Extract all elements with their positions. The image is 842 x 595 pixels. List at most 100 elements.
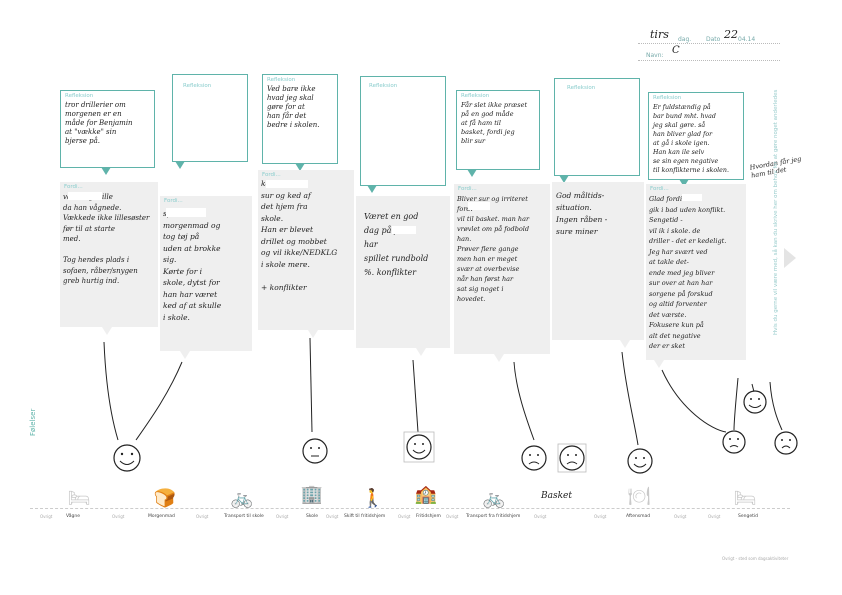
breakfast-icon: 🍞 — [153, 488, 177, 509]
date-suffix: 04.14 — [738, 36, 756, 43]
reflection-pointer — [559, 175, 569, 183]
because-box-1: Fordi... var rolig/stille da han vågnede… — [60, 182, 158, 335]
because-pointer — [416, 348, 426, 356]
reflection-text-5: Får slet ikke præset på en god måde at f… — [461, 101, 528, 145]
because-pointer — [308, 330, 318, 338]
reflection-label: Refleksion — [653, 95, 682, 101]
reflection-box-3: Refleksion Ved bare ikke hvad jeg skal g… — [262, 74, 338, 171]
timeline-sep: Ovrigt — [708, 514, 721, 519]
reflection-label: Refleksion — [267, 77, 296, 83]
because-label: Fordi... — [650, 186, 669, 192]
because-pointer — [654, 360, 664, 368]
because-label: Fordi... — [164, 198, 183, 204]
timeline-sep: Ovrigt — [398, 514, 411, 519]
bicycle-icon: 🚲 — [230, 488, 254, 509]
timeline-sep: Ovrigt — [534, 514, 547, 519]
because-pointer — [494, 354, 504, 362]
reflection-label: Refleksion — [567, 85, 596, 91]
timeline-label-shift: Skift til fritidshjem — [344, 514, 386, 519]
date-line — [638, 43, 780, 44]
because-text-1: var rolig/stille da han vågnede. Vækkede… — [63, 193, 150, 285]
timeline-label-dinner: Aftensmad — [626, 514, 651, 519]
bed-icon: 🛏 — [733, 488, 757, 509]
because-text-4: Været en god dag på frit. har spillet ru… — [364, 212, 429, 277]
name-label: Navn: — [646, 52, 664, 59]
redaction — [468, 202, 490, 210]
reflection-pointer — [295, 163, 305, 171]
header: tirs dag. Dato 22 04.14 Navn: C — [636, 26, 786, 66]
redaction — [682, 194, 702, 201]
reflection-pointer — [467, 169, 477, 177]
timeline-label-school: Skole — [306, 514, 319, 519]
bed-icon: 🛏 — [67, 488, 91, 509]
timeline-label-transport-school: Transport til skole — [224, 514, 264, 519]
reflection-box-5: Refleksion Får slet ikke præset på en go… — [456, 90, 540, 177]
redaction — [392, 226, 416, 234]
because-label: Fordi... — [360, 198, 379, 204]
timeline-label-breakfast: Morgenmad — [148, 514, 175, 519]
because-label: Fordi... — [262, 172, 281, 178]
because-label: Fordi... — [458, 186, 477, 192]
school-icon: 🏢 — [300, 484, 324, 505]
timeline-sep: Ovrigt — [276, 514, 289, 519]
timeline-sep: Ovrigt — [446, 514, 459, 519]
arrow-right-icon — [784, 248, 796, 268]
because-text-6: God måltids- situation. Ingen råben - su… — [556, 191, 608, 236]
because-label: Fordi... — [64, 184, 83, 190]
walking-icon: 🚶 — [361, 488, 385, 509]
dinner-icon: 🍽 — [627, 486, 651, 507]
bicycle-icon: 🚲 — [482, 488, 506, 509]
because-pointer — [102, 327, 112, 335]
day-value: tirs — [650, 28, 669, 41]
timeline-sep: Ovrigt — [112, 514, 125, 519]
reflection-text-7: Er fuldstændig på bar bund mht. hvad jeg… — [653, 104, 729, 174]
timeline-label-wake: Vågne — [66, 514, 80, 519]
timeline-sep: Ovrigt — [674, 514, 687, 519]
timeline-sep: Ovrigt — [594, 514, 607, 519]
basket-note: Basket — [541, 491, 572, 501]
timeline-label-transport-home: Transport fra fritidshjem — [466, 514, 521, 519]
day-label: dag. — [678, 36, 692, 43]
date-label: Dato — [706, 36, 721, 43]
reflection-label: Refleksion — [461, 93, 490, 99]
reflection-pointer — [367, 185, 377, 193]
reflection-pointer — [679, 179, 689, 187]
reflection-pointer — [101, 167, 111, 175]
redaction — [68, 192, 102, 200]
because-box-7: Fordi... Glad fordi gik i bad uden konfl… — [646, 184, 746, 368]
because-box-2: Fordi... spiste morgenmad og tog tøj på … — [160, 196, 252, 359]
reflection-text-3: Ved bare ikke hvad jeg skal gøre for at … — [267, 85, 320, 129]
reflection-box-4: Refleksion — [360, 76, 446, 193]
date-value: 22 — [724, 28, 738, 41]
redaction — [266, 180, 308, 188]
reflection-label: Refleksion — [183, 83, 212, 89]
timeline-sep: Ovrigt — [326, 514, 339, 519]
timeline-sep: Ovrigt — [40, 514, 53, 519]
because-text-7: Glad fordi gik i bad uden konflikt. Seng… — [649, 195, 727, 350]
timeline-label-afterschool: Fritidshjem — [416, 514, 441, 519]
reflection-label: Refleksion — [65, 93, 94, 99]
because-pointer — [180, 351, 190, 359]
because-text-5: Bliver sur og irriteret fordi vil til ba… — [457, 195, 530, 303]
name-line — [638, 60, 780, 61]
building-icon: 🏫 — [414, 484, 438, 505]
because-text-2: spiste morgenmad og tog tøj på uden at b… — [163, 209, 222, 322]
because-pointer — [620, 340, 630, 348]
reflection-box-7: Refleksion Er fuldstændig på bar bund mh… — [648, 92, 744, 187]
reflection-box-1: Refleksion tror drillerier om morgenen e… — [60, 90, 155, 175]
reflection-box-2: Refleksion — [172, 74, 248, 169]
reflection-text-1: tror drillerier om morgenen er en måde f… — [65, 101, 133, 145]
footer-note: Ovrigt - sted som dagsaktiviteter — [722, 556, 789, 561]
redaction — [166, 208, 206, 217]
name-value: C — [672, 45, 680, 56]
reflection-pointer — [175, 161, 185, 169]
because-box-5: Fordi... Bliver sur og irriteret fordi v… — [454, 184, 550, 362]
because-box-4: Fordi... Været en god dag på frit. har s… — [356, 196, 450, 356]
because-box-6: Fordi... God måltids- situation. Ingen r… — [552, 182, 644, 348]
because-box-3: Fordi... kommer sur og ked af det hjem f… — [258, 170, 354, 338]
timeline-sep: Ovrigt — [196, 514, 209, 519]
reflection-label: Refleksion — [369, 83, 398, 89]
reflection-box-6: Refleksion — [554, 78, 640, 183]
timeline-label-bedtime: Sengetid — [738, 514, 758, 519]
